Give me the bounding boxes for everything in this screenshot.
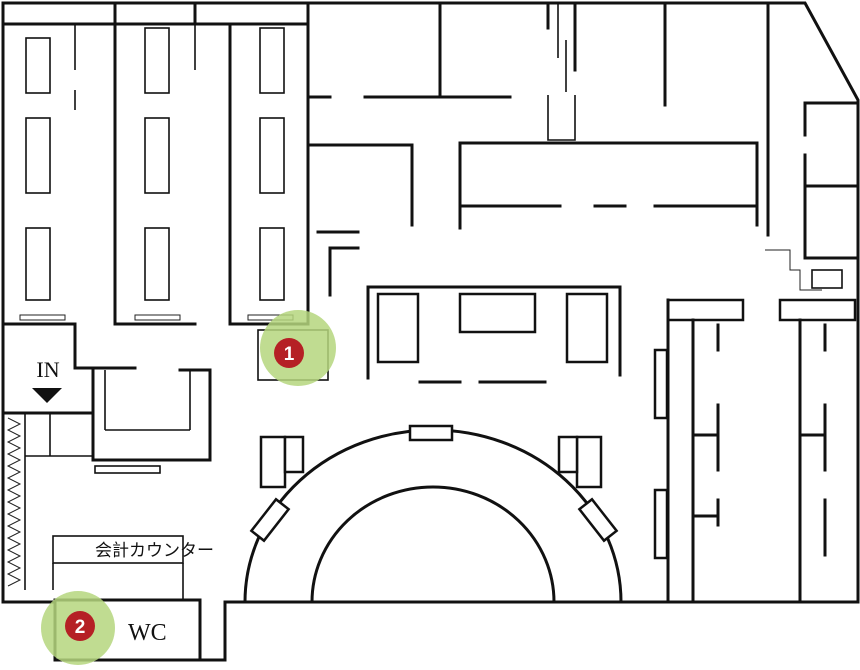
entrance-area bbox=[1, 322, 212, 590]
location-marker-2[interactable]: 2 bbox=[41, 591, 115, 665]
shelving-bays bbox=[1, 1, 310, 326]
checkout-counter bbox=[52, 535, 184, 600]
marker-1-dot bbox=[274, 338, 304, 368]
marker-1-number: 1 bbox=[284, 344, 295, 365]
restroom-label: WC bbox=[128, 620, 167, 646]
center-tables bbox=[366, 285, 622, 384]
marker-2-dot bbox=[65, 611, 95, 641]
right-rooms bbox=[765, 101, 860, 291]
chairs bbox=[259, 435, 603, 489]
arena-seating bbox=[243, 424, 623, 604]
marker-2-number: 2 bbox=[75, 617, 86, 638]
entrance-arrow-icon bbox=[32, 388, 62, 403]
checkout-counter-label: 会計カウンター bbox=[95, 541, 214, 561]
location-marker-1[interactable]: 1 bbox=[257, 310, 336, 386]
right-shelving bbox=[653, 298, 857, 604]
upper-rooms bbox=[308, 1, 770, 297]
entrance-label: IN bbox=[36, 357, 59, 382]
